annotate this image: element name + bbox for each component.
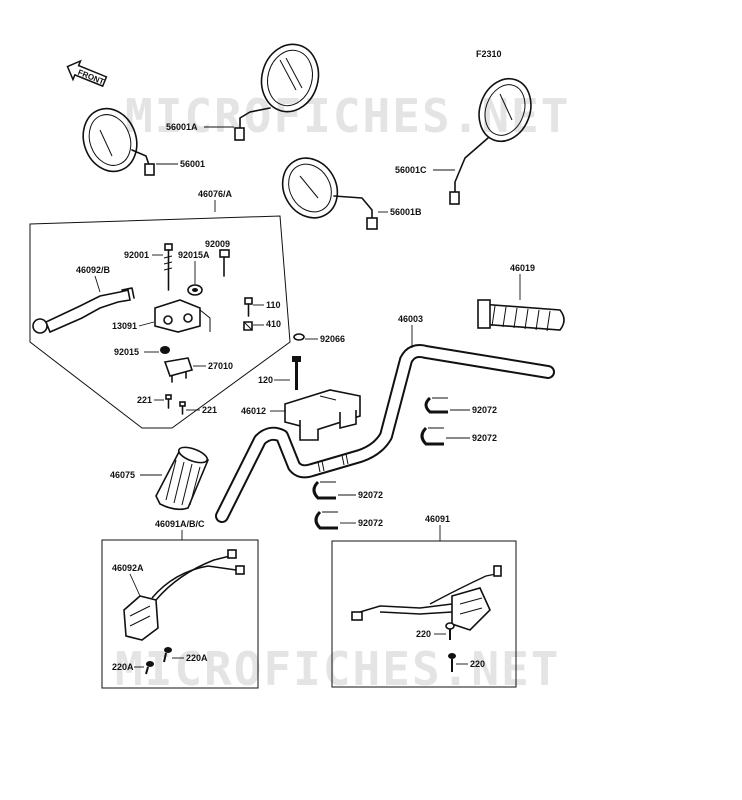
grip-46019[interactable] (477, 299, 565, 332)
label-92001: 92001 (124, 250, 149, 260)
assembly-box-46091 (331, 540, 517, 688)
label-46019: 46019 (510, 263, 535, 273)
label-56001B: 56001B (390, 207, 422, 217)
handlebar-46003[interactable] (215, 344, 555, 523)
left-switch-housing[interactable] (123, 549, 245, 641)
label-92015A: 92015A (178, 250, 210, 260)
label-56001A: 56001A (166, 122, 198, 132)
label-92015: 92015 (114, 347, 139, 357)
label-120: 120 (258, 375, 273, 385)
label-46092B: 46092/B (76, 265, 111, 275)
label-27010: 27010 (208, 361, 233, 371)
label-221-right: 221 (202, 405, 217, 415)
label-46091ABC: 46091A/B/C (155, 519, 205, 529)
assembly-box-46076A (29, 215, 291, 429)
label-92009: 92009 (205, 239, 230, 249)
screw-220A-right[interactable] (163, 647, 172, 663)
screw-221-left[interactable] (165, 394, 172, 409)
label-110: 110 (266, 300, 281, 310)
holder-46012[interactable] (284, 389, 361, 441)
label-56001C: 56001C (395, 165, 427, 175)
clamp-92072-2[interactable] (420, 426, 444, 446)
label-46012: 46012 (241, 406, 266, 416)
screw-220-lower[interactable] (448, 653, 456, 672)
label-46092A: 46092A (112, 563, 144, 573)
brake-lever-46092B[interactable] (32, 287, 135, 334)
label-13091: 13091 (112, 321, 137, 331)
nut-92015[interactable] (160, 346, 170, 354)
mirror-56001C[interactable] (449, 71, 539, 205)
label-46075: 46075 (110, 470, 135, 480)
label-220-lower: 220 (470, 659, 485, 669)
label-92072-4: 92072 (358, 518, 383, 528)
holder-13091[interactable] (154, 299, 211, 333)
diagram-code: F2310 (476, 49, 502, 59)
label-221-left: 221 (137, 395, 152, 405)
label-46076A: 46076/A (198, 189, 233, 199)
label-46003: 46003 (398, 314, 423, 324)
washer-92066[interactable] (293, 333, 305, 341)
screw-220-upper[interactable] (445, 622, 455, 640)
bolt-92001[interactable] (163, 243, 173, 291)
screw-221-right[interactable] (179, 401, 186, 415)
label-220A-right: 220A (186, 653, 208, 663)
mirror-56001[interactable] (75, 101, 155, 179)
label-92066: 92066 (320, 334, 345, 344)
bolt-120[interactable] (292, 356, 301, 390)
label-92072-2: 92072 (472, 433, 497, 443)
right-switch-housing[interactable] (351, 565, 502, 631)
nut-92015A[interactable] (187, 284, 203, 296)
screw-92009[interactable] (219, 249, 230, 277)
label-92072-1: 92072 (472, 405, 497, 415)
clamp-92072-1[interactable] (424, 396, 448, 414)
label-220-upper: 220 (416, 629, 431, 639)
front-arrow-icon: FRONT (66, 59, 108, 88)
label-46091: 46091 (425, 514, 450, 524)
clamp-92072-3[interactable] (312, 480, 336, 500)
label-410: 410 (266, 319, 281, 329)
clamp-92072-4[interactable] (314, 510, 338, 530)
label-92072-3: 92072 (358, 490, 383, 500)
screw-220A-left[interactable] (145, 661, 154, 675)
label-220A-left: 220A (112, 662, 134, 672)
bolt-110[interactable] (244, 297, 253, 317)
switch-27010[interactable] (163, 357, 194, 383)
washer-410[interactable] (243, 321, 253, 331)
mirror-56001B[interactable] (272, 148, 378, 230)
assembly-box-46091ABC (101, 539, 259, 689)
mirror-56001A[interactable] (234, 38, 326, 141)
label-56001: 56001 (180, 159, 205, 169)
grip-46075[interactable] (155, 444, 210, 511)
